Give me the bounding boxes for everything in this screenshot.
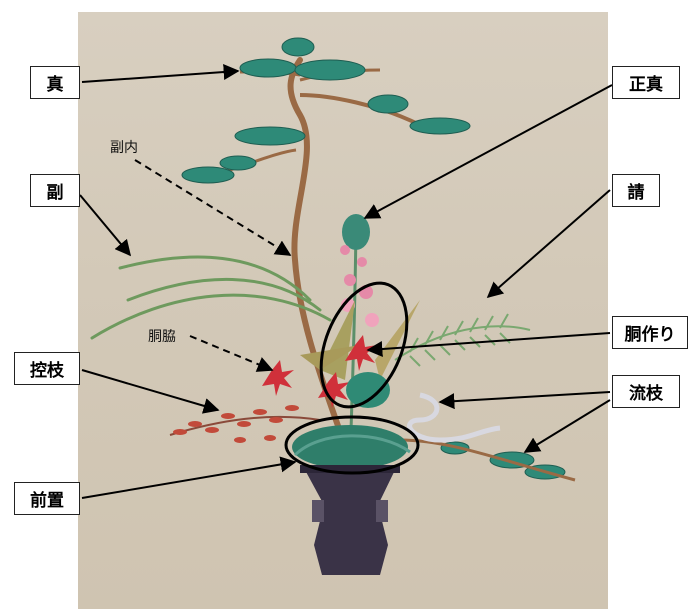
label-dozukuri: 胴作り	[612, 316, 688, 349]
pine-trunk	[215, 60, 420, 455]
label-soe: 副	[30, 174, 80, 207]
label-mae-oki: 前置	[14, 482, 80, 515]
mae-oki-foliage	[292, 425, 410, 469]
pine-foliage	[182, 38, 565, 479]
label-hikae: 控枝	[14, 352, 80, 385]
label-shoshin: 正真	[612, 66, 680, 99]
hikae-branch	[170, 405, 320, 443]
label-uke: 請	[612, 174, 660, 207]
label-nagashi: 流枝	[612, 375, 680, 408]
vase	[300, 465, 400, 575]
label-shin: 真	[30, 66, 80, 99]
label-do-waki: 胴脇	[148, 326, 176, 346]
label-soe-uchi: 副内	[110, 137, 138, 157]
dozukuri-cluster	[262, 300, 420, 408]
